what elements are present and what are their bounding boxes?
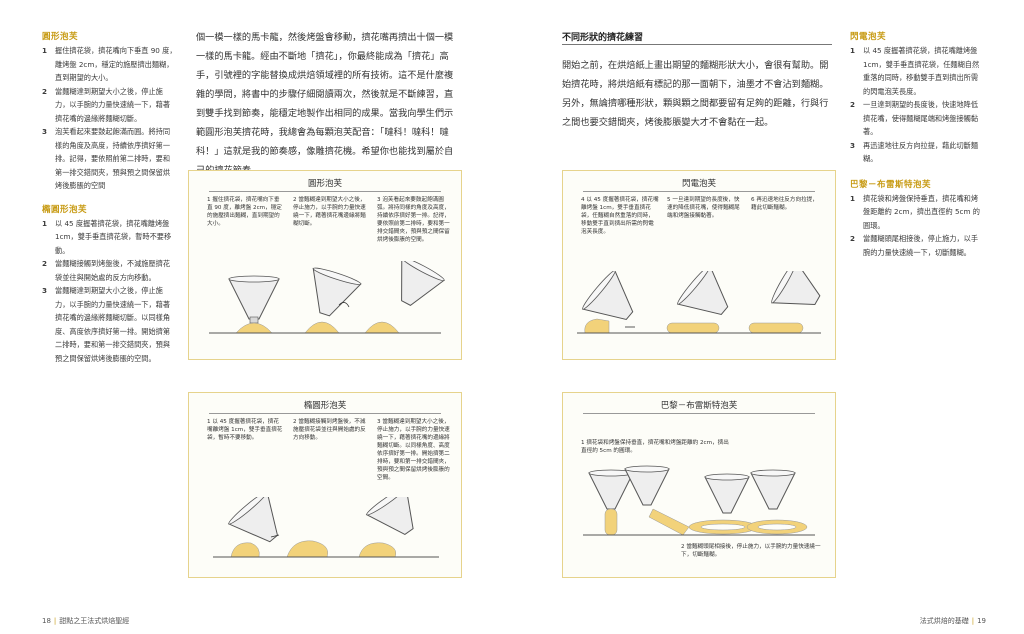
page-number: 19 bbox=[977, 617, 986, 625]
paris-brest-diagram: 巴黎－布雷斯特泡芙 1 擠花袋和烤盤保持垂直，擠花嘴和烤盤距離約 2cm，擠出直… bbox=[562, 392, 836, 578]
right-body-text: 開始之前，在烘焙紙上畫出期望的麵糊形狀大小，會很有幫助。開始擠花時，將烘焙紙有標… bbox=[562, 60, 829, 128]
dough-ring-hole bbox=[757, 523, 797, 531]
piping-bag-tilted-icon bbox=[312, 267, 362, 317]
dough-strip-icon bbox=[584, 318, 610, 334]
piping-bag-angled-icon bbox=[676, 271, 729, 316]
dough-mound-icon bbox=[358, 542, 396, 558]
diagram-step-1: 1 擠花袋和烤盤保持垂直，擠花嘴和烤盤距離約 2cm，擠出直徑約 5cm 的圓環… bbox=[581, 440, 729, 454]
round-puff-heading: 圓形泡芙 bbox=[42, 32, 79, 42]
curl-arrow-icon bbox=[338, 302, 350, 308]
diagram-step-1: 1 握住擠花袋，擠花嘴向下垂直 90 度，離烤盤 2cm，穩定的施壓擠出麵糊，直… bbox=[207, 197, 282, 227]
diagram-step-1: 1 以 45 度握著擠花袋，擠花嘴離烤盤 1cm，雙手垂直擠花袋，暫時不要移動。 bbox=[207, 419, 283, 441]
piping-bag-icon bbox=[704, 473, 750, 514]
footer-separator: | bbox=[53, 617, 57, 625]
dough-mound-icon bbox=[304, 321, 340, 334]
diagram-step-2: 2 當麵糊頭尾相接後，停止施力，以手腕的力量快速繞一下，切斷麵糊。 bbox=[681, 544, 821, 558]
piping-bag-lifted-icon bbox=[771, 271, 821, 305]
diagram-step-6: 6 再迅速地往反方向拉提，藉此切斷麵糊。 bbox=[751, 197, 818, 211]
round-puff-diagram: 圓形泡芙 1 握住擠花袋，擠花嘴向下垂直 90 度，離烤盤 2cm，穩定的施壓擠… bbox=[188, 170, 462, 360]
diagram-title: 巴黎－布雷斯特泡芙 bbox=[660, 401, 738, 411]
left-body-text: 個一模一樣的馬卡龍，然後烤盤會移動，擠花嘴再擠出十個一模一樣的馬卡龍。經由不斷地… bbox=[196, 32, 454, 176]
diagram-step-3: 3 當麵糊達到期望大小之後，停止施力，以手腕的力量快速繞一下，藉著擠花嘴的邊緣將… bbox=[377, 419, 450, 481]
dough-mound-icon bbox=[364, 321, 400, 334]
dough-strip-icon bbox=[748, 322, 804, 334]
section-rule bbox=[562, 44, 832, 45]
dough-ring-hole bbox=[700, 523, 746, 531]
piping-bag-angled-icon bbox=[581, 271, 634, 321]
footer-separator: | bbox=[971, 617, 975, 625]
piping-bag-icon bbox=[588, 469, 634, 510]
oval-puff-heading: 橢圓形泡芙 bbox=[42, 204, 88, 215]
book-title: 甜點之王法式烘焙聖經 bbox=[59, 617, 130, 625]
round-puff-illustration bbox=[209, 261, 446, 334]
paris-brest-heading: 巴黎－布雷斯特泡芙 bbox=[850, 179, 932, 190]
dough-strip-icon bbox=[648, 508, 690, 536]
dough-mound-icon bbox=[286, 540, 328, 558]
piping-bag-angled-icon bbox=[227, 497, 279, 543]
diagram-title: 圓形泡芙 bbox=[307, 179, 342, 189]
dough-mound-icon bbox=[235, 322, 273, 334]
chapter-title: 法式烘焙的基礎 bbox=[919, 617, 969, 625]
page-number: 18 bbox=[42, 617, 51, 625]
dough-column-icon bbox=[604, 508, 618, 536]
practice-section-title: 不同形狀的擠花練習 bbox=[562, 33, 644, 43]
piping-bag-icon bbox=[228, 275, 280, 324]
title-rule bbox=[209, 191, 441, 192]
oval-puff-illustration bbox=[213, 497, 439, 558]
diagram-step-3: 3 泡芙看起來要鼓起飽滿圓弧。將持同樣的角度及高度，持續依序擠好第一排。記得，要… bbox=[377, 197, 450, 243]
left-page-footer: 18|甜點之王法式烘焙聖經 bbox=[42, 616, 129, 626]
eclair-illustration bbox=[577, 271, 821, 334]
right-page-footer: 法式烘焙的基礎|19 bbox=[920, 616, 986, 626]
diagram-step-2: 2 當麵糊接觸到烤盤後，不減施壓擠花袋並往與開始處的反方向移動。 bbox=[293, 419, 366, 441]
diagram-step-5: 5 一旦達到期望的長度後，快速的降低擠花嘴，使得麵糊尾端和烤盤接觸黏著。 bbox=[667, 197, 740, 219]
dough-strip-icon bbox=[666, 322, 720, 334]
paris-brest-illustration bbox=[583, 465, 815, 536]
eclair-diagram: 閃電泡芙 4 以 45 度握著擠花袋，擠花嘴離烤盤 1cm，雙手垂直擠花袋，任麵… bbox=[562, 170, 836, 360]
diagram-step-4: 4 以 45 度握著擠花袋，擠花嘴離烤盤 1cm，雙手垂直擠花袋，任麵糊自然重落… bbox=[581, 197, 659, 235]
diagram-step-2: 2 當麵糊達到期望大小之後，停止施力，以手腕的力量快速繞一下，藉著擠花嘴邊緣將麵… bbox=[293, 197, 366, 227]
dough-mound-icon bbox=[230, 542, 260, 558]
piping-bag-lifted-icon bbox=[401, 261, 446, 306]
piping-bag-icon bbox=[624, 465, 670, 506]
title-rule bbox=[583, 191, 815, 192]
arrow-right-icon bbox=[270, 534, 280, 538]
oval-puff-diagram: 橢圓形泡芙 1 以 45 度握著擠花袋，擠花嘴離烤盤 1cm，雙手垂直擠花袋，暫… bbox=[188, 392, 462, 578]
title-rule bbox=[583, 413, 815, 414]
piping-bag-lifted-icon bbox=[365, 497, 414, 535]
diagram-title: 閃電泡芙 bbox=[681, 179, 716, 189]
eclair-heading: 閃電泡芙 bbox=[850, 32, 887, 42]
diagram-title: 橢圓形泡芙 bbox=[303, 401, 347, 411]
piping-bag-icon bbox=[750, 469, 796, 510]
title-rule bbox=[209, 413, 441, 414]
